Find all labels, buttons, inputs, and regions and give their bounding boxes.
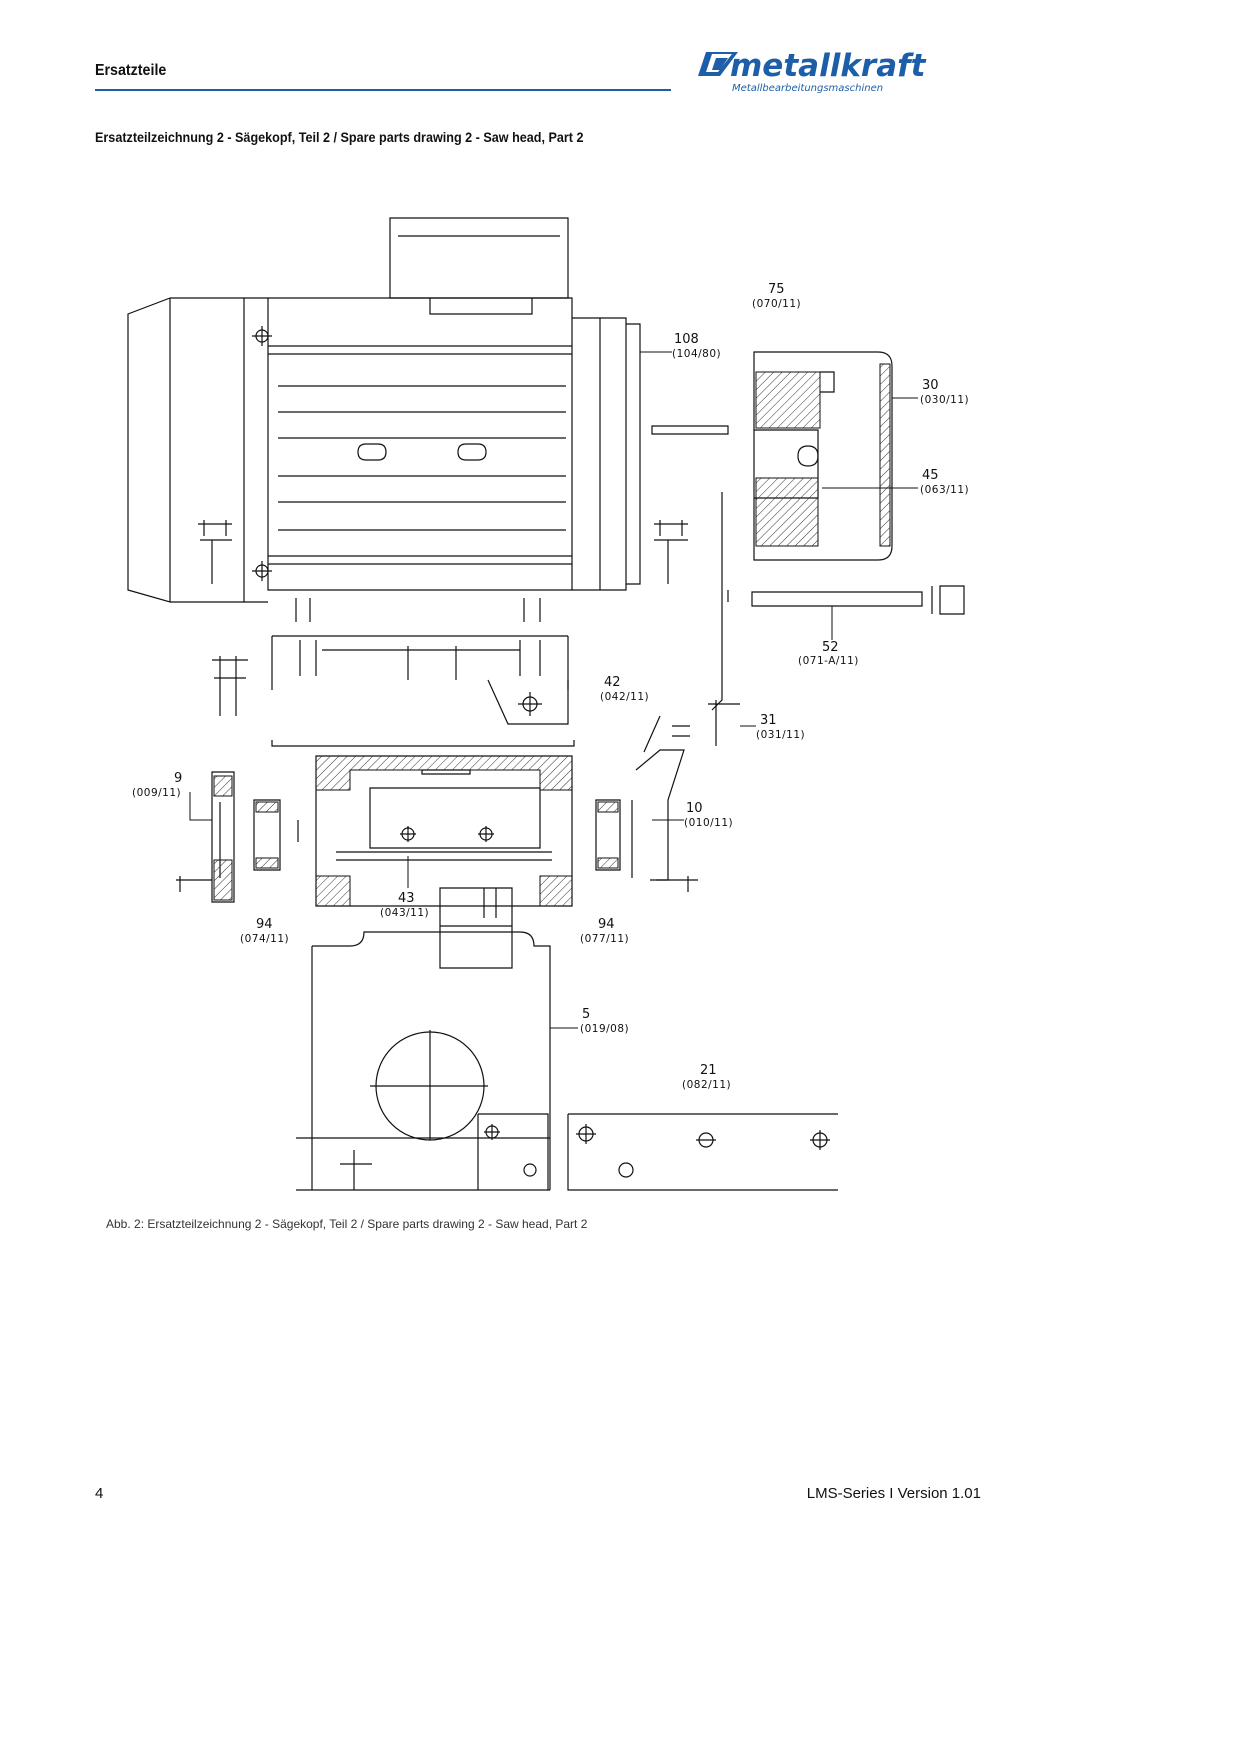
metallkraft-logo: metallkraft Metallbearbeitungsmaschinen bbox=[698, 48, 927, 94]
header-rule bbox=[95, 89, 671, 91]
part-21-number: 21 bbox=[700, 1063, 717, 1078]
part-108-number: 108 bbox=[674, 332, 699, 347]
part-5-number: 5 bbox=[582, 1007, 590, 1022]
part-75-number: 75 bbox=[768, 282, 785, 297]
page-number: 4 bbox=[95, 1485, 104, 1502]
version-label: LMS-Series I Version 1.01 bbox=[806, 1485, 981, 1502]
part-52-ref: (071-A/11) bbox=[798, 655, 859, 667]
part-45-number: 45 bbox=[922, 468, 939, 483]
figure-caption: Abb. 2: Ersatzteilzeichnung 2 - Sägekopf… bbox=[106, 1217, 588, 1231]
part-42-number: 42 bbox=[604, 675, 621, 690]
part-45-ref: (063/11) bbox=[920, 484, 969, 496]
part-108-ref: (104/80) bbox=[672, 348, 721, 360]
part-75-ref: (070/11) bbox=[752, 298, 801, 310]
spare-parts-drawing: 75 (070/11) 108 (104/80) 30 (030/11) 45 … bbox=[127, 217, 969, 1191]
logo-text: metallkraft bbox=[730, 48, 927, 84]
part-94-right-number: 94 bbox=[598, 917, 615, 932]
part-9-ref: (009/11) bbox=[132, 787, 181, 799]
part-21-ref: (082/11) bbox=[682, 1079, 731, 1091]
drawing-title: Ersatzteilzeichnung 2 - Sägekopf, Teil 2… bbox=[95, 129, 584, 145]
part-94-left-ref: (074/11) bbox=[240, 933, 289, 945]
section-title: Ersatzteile bbox=[95, 62, 167, 79]
part-9-number: 9 bbox=[174, 771, 182, 786]
part-30-number: 30 bbox=[922, 378, 939, 393]
part-94-right-ref: (077/11) bbox=[580, 933, 629, 945]
part-30-ref: (030/11) bbox=[920, 394, 969, 406]
part-5-ref: (019/08) bbox=[580, 1023, 629, 1035]
part-43-number: 43 bbox=[398, 891, 415, 906]
part-31-number: 31 bbox=[760, 713, 777, 728]
logo-tagline: Metallbearbeitungsmaschinen bbox=[732, 83, 883, 94]
part-94-left-number: 94 bbox=[256, 917, 273, 932]
part-10-number: 10 bbox=[686, 801, 703, 816]
part-43-ref: (043/11) bbox=[380, 907, 429, 919]
part-52-number: 52 bbox=[822, 640, 839, 655]
part-42-ref: (042/11) bbox=[600, 691, 649, 703]
part-31-ref: (031/11) bbox=[756, 729, 805, 741]
part-10-ref: (010/11) bbox=[684, 817, 733, 829]
